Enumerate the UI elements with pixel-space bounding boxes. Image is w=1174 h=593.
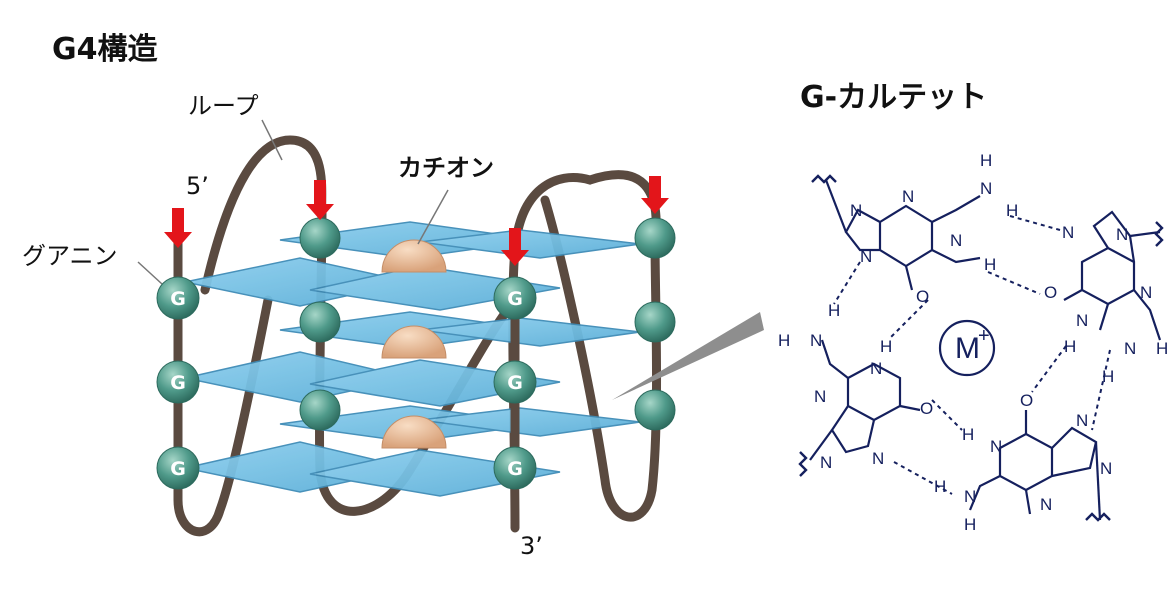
hydrogen-bonds [833, 215, 1111, 495]
arrow-down-icon [501, 228, 529, 266]
guanine-letter: G [170, 458, 186, 480]
strand-left [173, 235, 273, 537]
atom-h: H [1006, 201, 1018, 220]
atom-o: O [1044, 283, 1057, 302]
front-beads: G G G G G G [156, 276, 537, 490]
atom-n: N [1140, 283, 1152, 302]
guanine-bead [156, 360, 200, 404]
atom-h: H [980, 151, 992, 170]
guanine-bead-back [299, 301, 341, 343]
three-prime-label: 3’ [520, 532, 543, 560]
cation-bot [381, 415, 447, 449]
atom-n: N [872, 449, 884, 468]
atom-h: H [934, 477, 946, 496]
atom-h: H [828, 301, 840, 320]
atom-h: H [1156, 339, 1168, 358]
atom-n: N [1124, 339, 1136, 358]
cations [381, 239, 447, 449]
guanine-ring-bottom-right [998, 426, 1098, 492]
guanine-label: グアニン [22, 242, 118, 270]
guanine-bead [493, 276, 537, 320]
guanine-letter: G [170, 288, 186, 310]
atom-n: N [810, 331, 822, 350]
sugar-attachments [798, 174, 1164, 522]
atom-labels: M + N N N N N H H H O N N N N O H N H H … [778, 151, 1168, 534]
atom-n: N [990, 437, 1002, 456]
guanine-bead [156, 276, 200, 320]
guanine-bead [156, 446, 200, 490]
atom-n: N [1076, 411, 1088, 430]
direction-arrows [164, 176, 669, 266]
atom-n: N [870, 359, 882, 378]
atom-o: O [1020, 391, 1033, 410]
atom-n: N [1116, 225, 1128, 244]
guanine-letter: G [507, 372, 523, 394]
plane-mid-front [309, 359, 561, 407]
atom-n: N [860, 247, 872, 266]
g4-structure-title: G4構造 [52, 32, 158, 67]
atom-n: N [964, 487, 976, 506]
atom-n: N [1040, 495, 1052, 514]
metal-ion-charge: + [978, 325, 990, 347]
metal-ion-circle [938, 319, 996, 377]
atom-o: O [920, 399, 933, 418]
guanine-bead-back [299, 389, 341, 431]
g-quartet-title: G-カルテット [800, 80, 988, 115]
guanine-bead-back [634, 389, 676, 431]
guanine-bead-back [299, 217, 341, 259]
guanine-bead-back [634, 301, 676, 343]
arrow-down-icon [306, 180, 334, 220]
atom-n: N [980, 179, 992, 198]
guanine-pointer [137, 261, 163, 285]
atom-n: N [1076, 311, 1088, 330]
atom-h: H [778, 331, 790, 350]
atom-h: H [880, 337, 892, 356]
atom-n: N [820, 453, 832, 472]
plane-bot-front [309, 449, 561, 497]
guanine-letter: G [170, 372, 186, 394]
atom-n: N [814, 387, 826, 406]
cation-top [381, 239, 447, 273]
metal-ion-symbol: M [955, 332, 980, 365]
atom-n: N [1062, 223, 1074, 242]
guanine-ring-bottom-left [830, 362, 902, 454]
arrow-down-icon [164, 208, 192, 248]
atom-h: H [964, 515, 976, 534]
atom-h: H [984, 255, 996, 274]
arrow-down-icon [641, 176, 669, 214]
atom-n: N [950, 231, 962, 250]
atom-n: N [850, 201, 862, 220]
g-quartet-structure [809, 179, 1162, 521]
guanine-bead [493, 446, 537, 490]
zoom-wedge [612, 312, 764, 400]
back-beads [299, 217, 676, 431]
five-prime-label: 5’ [186, 172, 209, 200]
loop-label: ループ [188, 92, 259, 120]
cation-mid [381, 325, 447, 359]
cation-pointer [417, 189, 449, 245]
guanine-letter: G [507, 458, 523, 480]
atom-h: H [1102, 367, 1114, 386]
atom-n: N [1100, 459, 1112, 478]
guanine-bead-back [634, 217, 676, 259]
cation-label: カチオン [398, 154, 494, 182]
atom-n: N [902, 187, 914, 206]
atom-o: O [916, 287, 929, 306]
guanine-letter: G [507, 288, 523, 310]
guanine-bead [493, 360, 537, 404]
loop-pointer [261, 119, 283, 161]
atom-h: H [962, 425, 974, 444]
atom-h: H [1064, 337, 1076, 356]
